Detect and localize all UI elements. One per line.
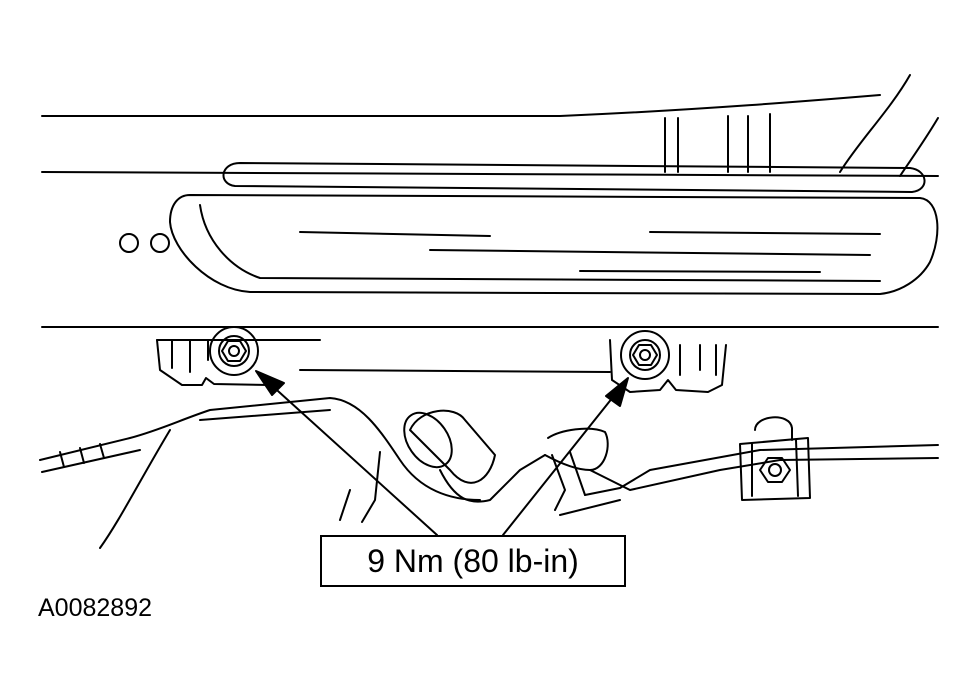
floor-panel bbox=[39, 397, 481, 549]
left-nut-icon bbox=[209, 326, 259, 376]
left-bracket bbox=[156, 339, 321, 386]
upper-frame bbox=[41, 74, 939, 177]
right-bracket bbox=[609, 339, 727, 393]
oil-pan bbox=[119, 162, 939, 295]
left-arrowhead bbox=[255, 370, 285, 396]
hex-bolt-icon bbox=[759, 457, 791, 483]
torque-spec-label: 9 Nm (80 lb-in) bbox=[367, 542, 579, 579]
torque-spec-callout: 9 Nm (80 lb-in) bbox=[320, 535, 626, 587]
right-clamp bbox=[739, 416, 811, 501]
right-arrowhead bbox=[605, 377, 629, 407]
right-nut-icon bbox=[620, 330, 670, 380]
lower-frame bbox=[41, 326, 939, 373]
figure-id: A0082892 bbox=[38, 594, 153, 622]
cable-connector bbox=[403, 409, 939, 516]
leader-lines bbox=[267, 381, 618, 536]
